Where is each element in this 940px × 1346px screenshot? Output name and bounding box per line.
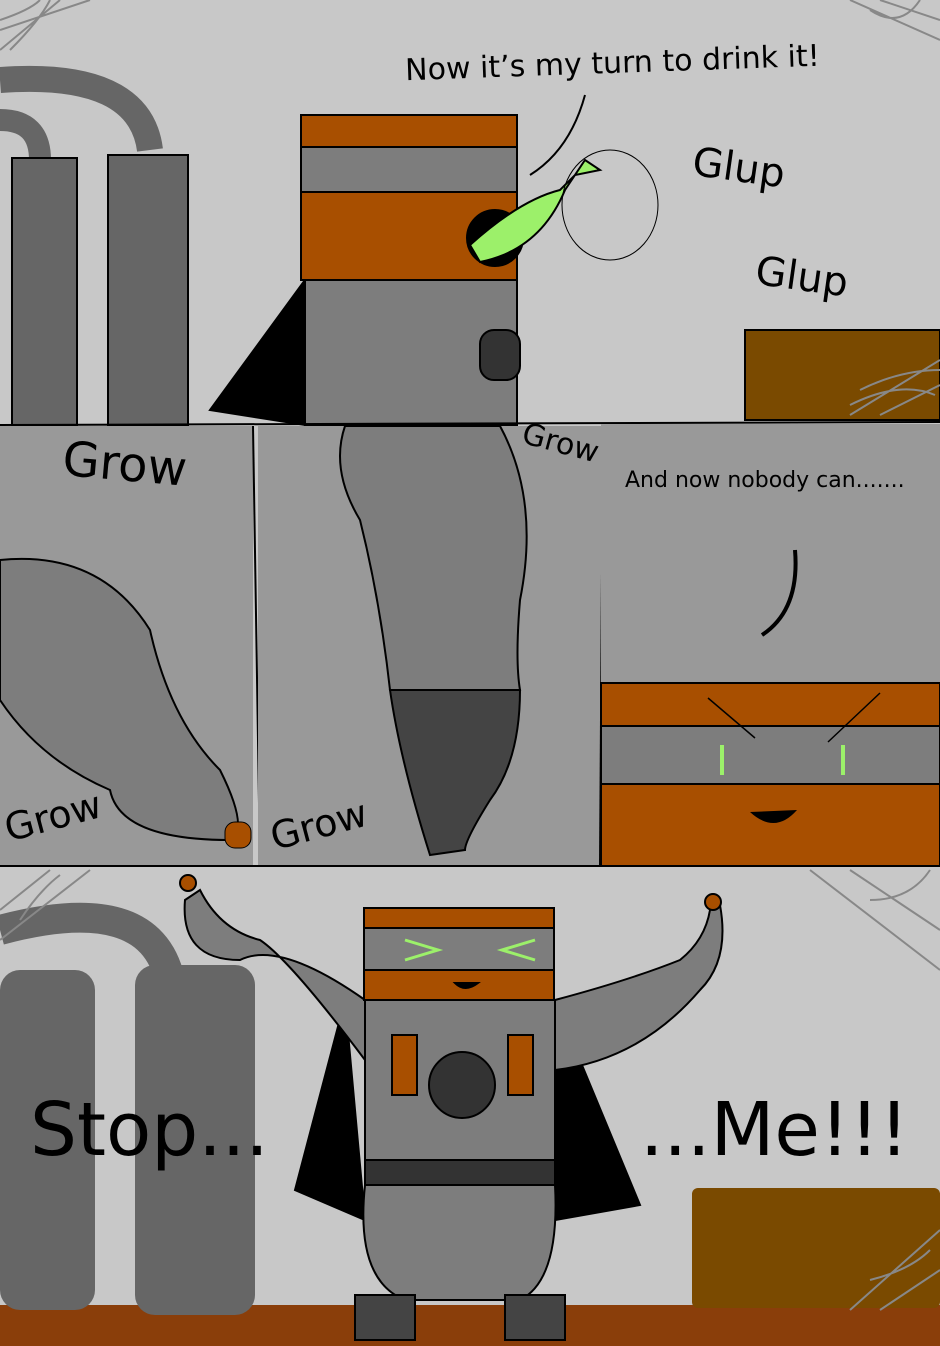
glowing-eyes <box>720 745 845 775</box>
panel-4: And now nobody can....... <box>600 424 940 867</box>
speech-me: ...Me!!! <box>640 1087 909 1173</box>
panel-3: Grow Grow <box>258 416 603 866</box>
cobweb-icon <box>0 0 940 416</box>
crate <box>692 1188 940 1308</box>
panel-5: Stop... ...Me!!! <box>0 867 940 1346</box>
hand <box>224 821 252 849</box>
panel-2: Grow Grow <box>0 426 253 866</box>
speech-tail <box>529 94 586 176</box>
legs <box>388 689 522 857</box>
growing-arm <box>0 557 239 842</box>
robot-drinking <box>208 114 659 427</box>
speech-tail <box>760 549 798 637</box>
pipes <box>0 65 189 426</box>
crate <box>744 329 940 421</box>
sfx-grow: Grow <box>60 431 189 498</box>
pipes <box>0 902 255 1315</box>
mouth <box>750 810 797 824</box>
cobweb-icon <box>0 869 940 1311</box>
angry-brows <box>707 692 881 743</box>
hero-robot <box>179 874 724 1341</box>
caption-text: And now nobody can....... <box>625 468 905 493</box>
speech-stop: Stop... <box>30 1087 269 1173</box>
panel-1: Now it’s my turn to drink it! Glup Glup <box>0 0 940 427</box>
